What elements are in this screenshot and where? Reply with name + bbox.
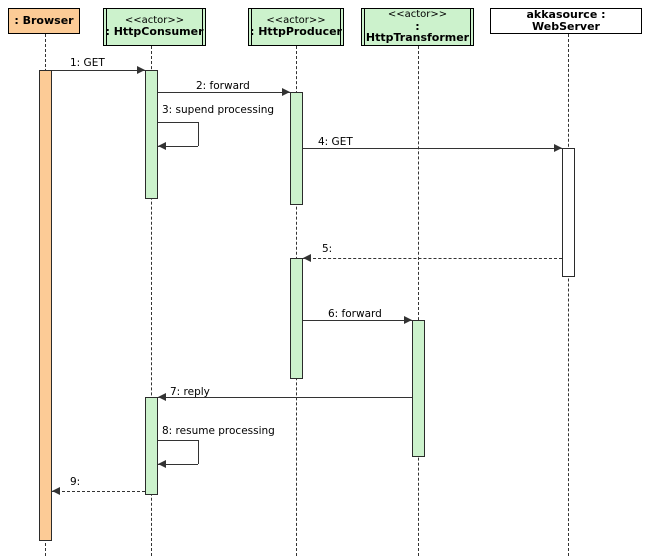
lifeline-httpconsumer: [151, 46, 152, 556]
activation-httpproducer-1: [290, 92, 303, 205]
message-9-line: [52, 491, 145, 492]
participant-stereotype-httpconsumer: <<actor>>: [124, 14, 185, 26]
activation-httpconsumer-1: [145, 70, 158, 199]
message-3-label: 3: supend processing: [162, 104, 275, 116]
message-5-label: 5:: [322, 243, 333, 255]
participant-name-httpconsumer: : HttpConsumer: [105, 25, 204, 39]
message-7-arrowhead: [158, 393, 166, 401]
activation-httptransformer-1: [412, 320, 425, 457]
message-8-line-top: [158, 440, 198, 441]
message-9-label: 9:: [70, 476, 81, 488]
message-5-arrowhead: [303, 254, 311, 262]
message-6-arrowhead: [404, 316, 412, 324]
participant-stereotype-httptransformer: <<actor>>: [387, 9, 448, 21]
activation-webserver-1: [562, 148, 575, 277]
message-2-arrowhead: [282, 88, 290, 96]
activation-browser: [39, 70, 52, 541]
participant-header-webserver[interactable]: akkasource : WebServer: [490, 8, 642, 34]
message-9-arrowhead: [52, 487, 60, 495]
message-3-line-right: [198, 122, 199, 146]
participant-name-webserver: akkasource : WebServer: [526, 8, 606, 33]
activation-httpproducer-2: [290, 258, 303, 379]
message-3-line-bottom: [158, 146, 198, 147]
message-4-label: 4: GET: [318, 136, 353, 148]
participant-stereotype-httpproducer: <<actor>>: [266, 14, 326, 26]
participant-name-httptransformer: : HttpTransformer: [365, 19, 470, 45]
message-8-line-right: [198, 440, 199, 464]
message-3-line-top: [158, 122, 198, 123]
message-5-line: [303, 258, 562, 259]
message-2-label: 2: forward: [196, 80, 250, 92]
message-1-label: 1: GET: [70, 57, 105, 69]
message-8-label: 8: resume processing: [162, 425, 275, 437]
message-3-arrowhead: [158, 142, 166, 150]
activation-httpconsumer-2: [145, 397, 158, 495]
participant-name-browser: : Browser: [14, 14, 74, 28]
participant-header-httpconsumer[interactable]: <<actor>> : HttpConsumer: [103, 8, 206, 46]
participant-header-httptransformer[interactable]: <<actor>> : HttpTransformer: [361, 8, 474, 46]
message-4-line: [303, 148, 562, 149]
message-2-line: [158, 92, 290, 93]
message-6-label: 6: forward: [328, 308, 382, 320]
participant-header-browser[interactable]: : Browser: [8, 8, 80, 34]
message-7-label: 7: reply: [170, 386, 210, 398]
message-4-arrowhead: [554, 144, 562, 152]
message-1-arrowhead: [137, 66, 145, 74]
message-6-line: [303, 320, 412, 321]
participant-name-httpproducer: : HttpProducer: [250, 25, 342, 39]
message-8-arrowhead: [158, 460, 166, 468]
message-1-line: [52, 70, 145, 71]
message-8-line-bottom: [158, 464, 198, 465]
message-7-line: [158, 397, 412, 398]
participant-header-httpproducer[interactable]: <<actor>> : HttpProducer: [248, 8, 344, 46]
lifeline-httptransformer: [418, 46, 419, 556]
lifeline-webserver: [568, 34, 569, 556]
